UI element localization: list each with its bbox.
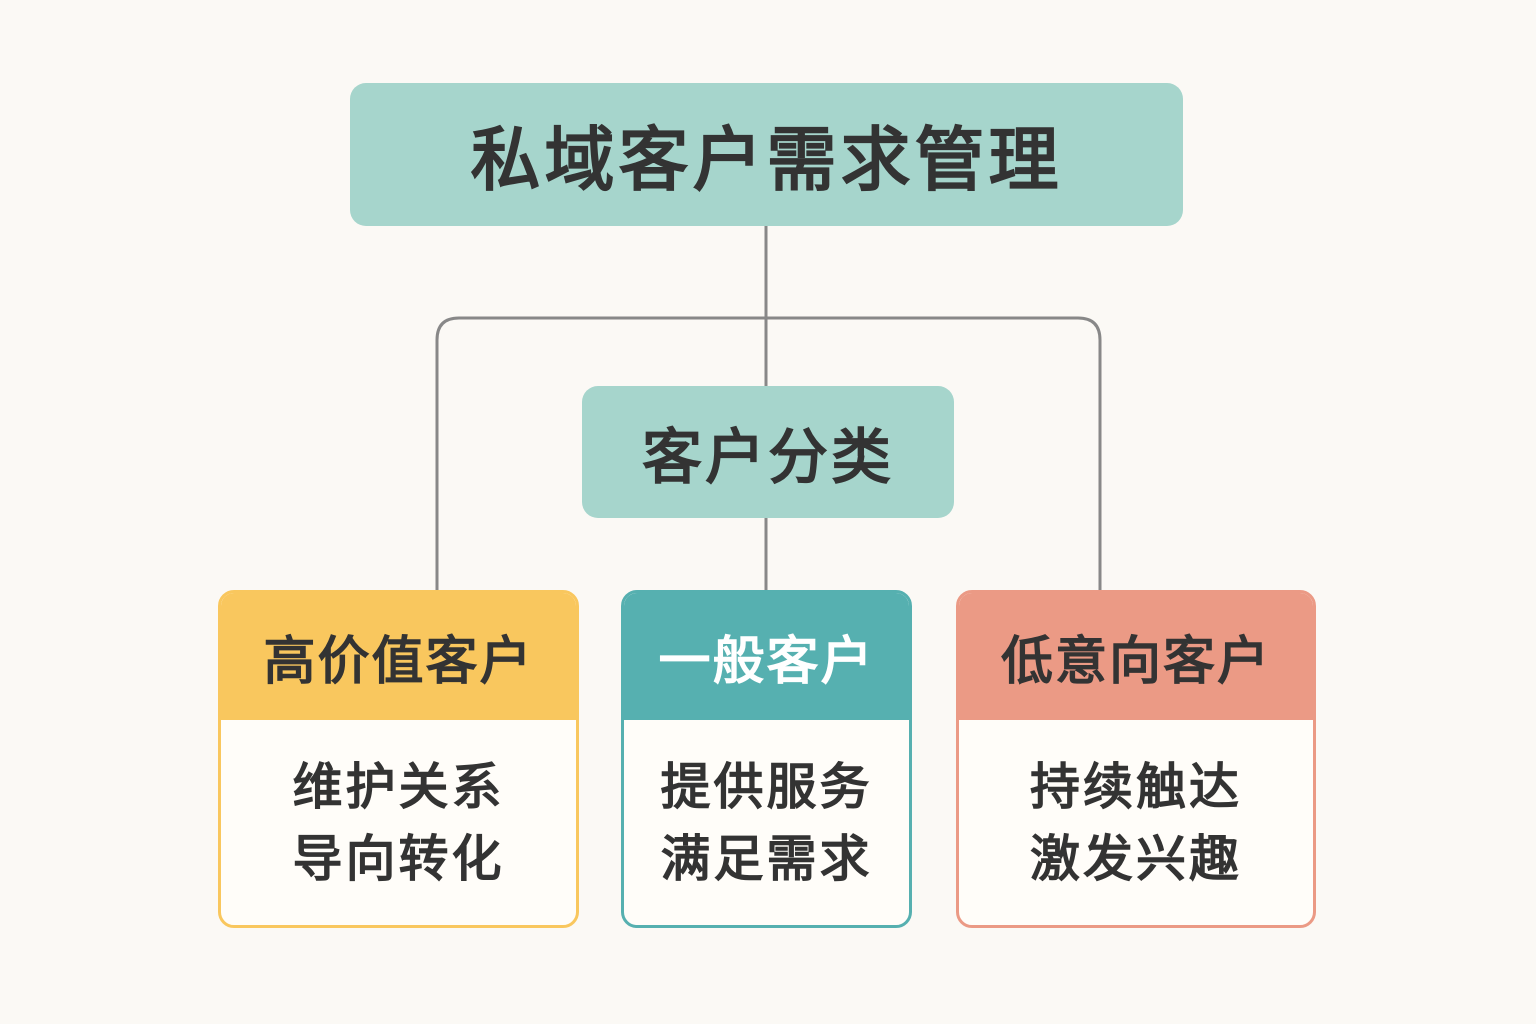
card-header: 一般客户	[624, 593, 909, 720]
root-node: 私域客户需求管理	[350, 83, 1183, 226]
card-normal: 一般客户 提供服务满足需求	[621, 590, 912, 928]
card-header: 低意向客户	[959, 593, 1313, 720]
card-line: 满足需求	[660, 829, 873, 888]
card-line: 持续触达	[1030, 757, 1242, 816]
category-node: 客户分类	[582, 386, 954, 518]
card-header: 高价值客户	[221, 593, 576, 720]
card-low-intent: 低意向客户 持续触达激发兴趣	[956, 590, 1316, 928]
card-line: 提供服务	[660, 757, 873, 816]
connector-branch	[435, 316, 1102, 590]
card-high-value: 高价值客户 维护关系导向转化	[218, 590, 579, 928]
card-line: 激发兴趣	[1030, 829, 1242, 888]
card-line: 导向转化	[292, 829, 505, 888]
card-line: 维护关系	[292, 757, 505, 816]
